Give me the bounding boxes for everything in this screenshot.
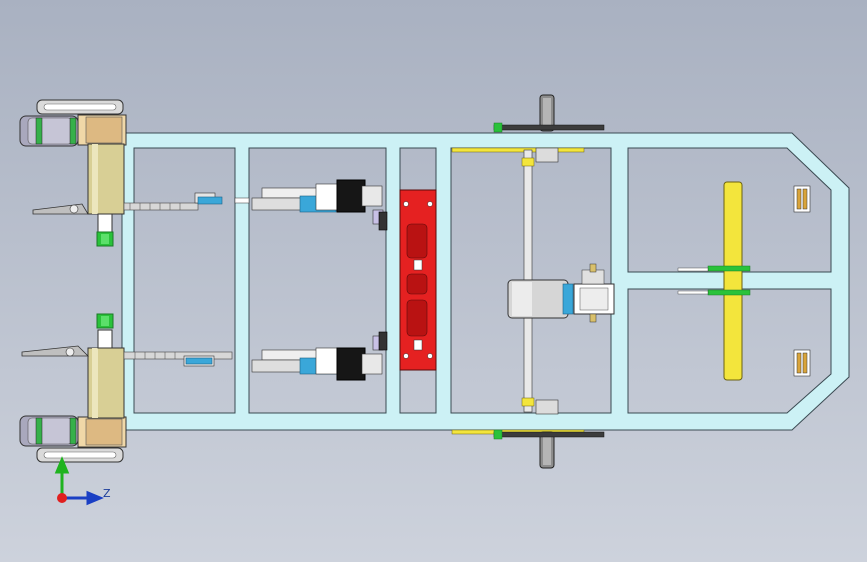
axis-z-label: Z [103,487,111,500]
coordinate-triad: Z [54,456,111,506]
bottom-drive-assembly [251,331,388,381]
bottom-link-plate [21,345,89,357]
centre-axle-assembly [451,147,615,435]
red-bracket [399,189,437,371]
frame-outline [121,132,850,431]
top-gear-motor [336,179,366,213]
bottom-side-wheel [493,399,605,469]
axis-y-arrow-icon [54,456,70,498]
chassis-frame [121,132,850,431]
axis-z-arrow-icon [62,490,104,506]
bottom-gear-motor [336,347,366,381]
yellow-cross-bar [677,181,751,381]
bottom-chain-linkage [123,351,233,367]
bottom-wheel-assembly [19,313,127,463]
top-drive-assembly [251,179,388,231]
top-side-wheel [493,94,605,163]
top-chain-linkage [123,192,250,211]
top-wheel-assembly [19,99,127,247]
origin-point-icon [57,493,67,503]
top-front-caster [793,185,811,213]
bottom-front-caster [793,349,811,377]
top-link-plate [32,203,89,215]
